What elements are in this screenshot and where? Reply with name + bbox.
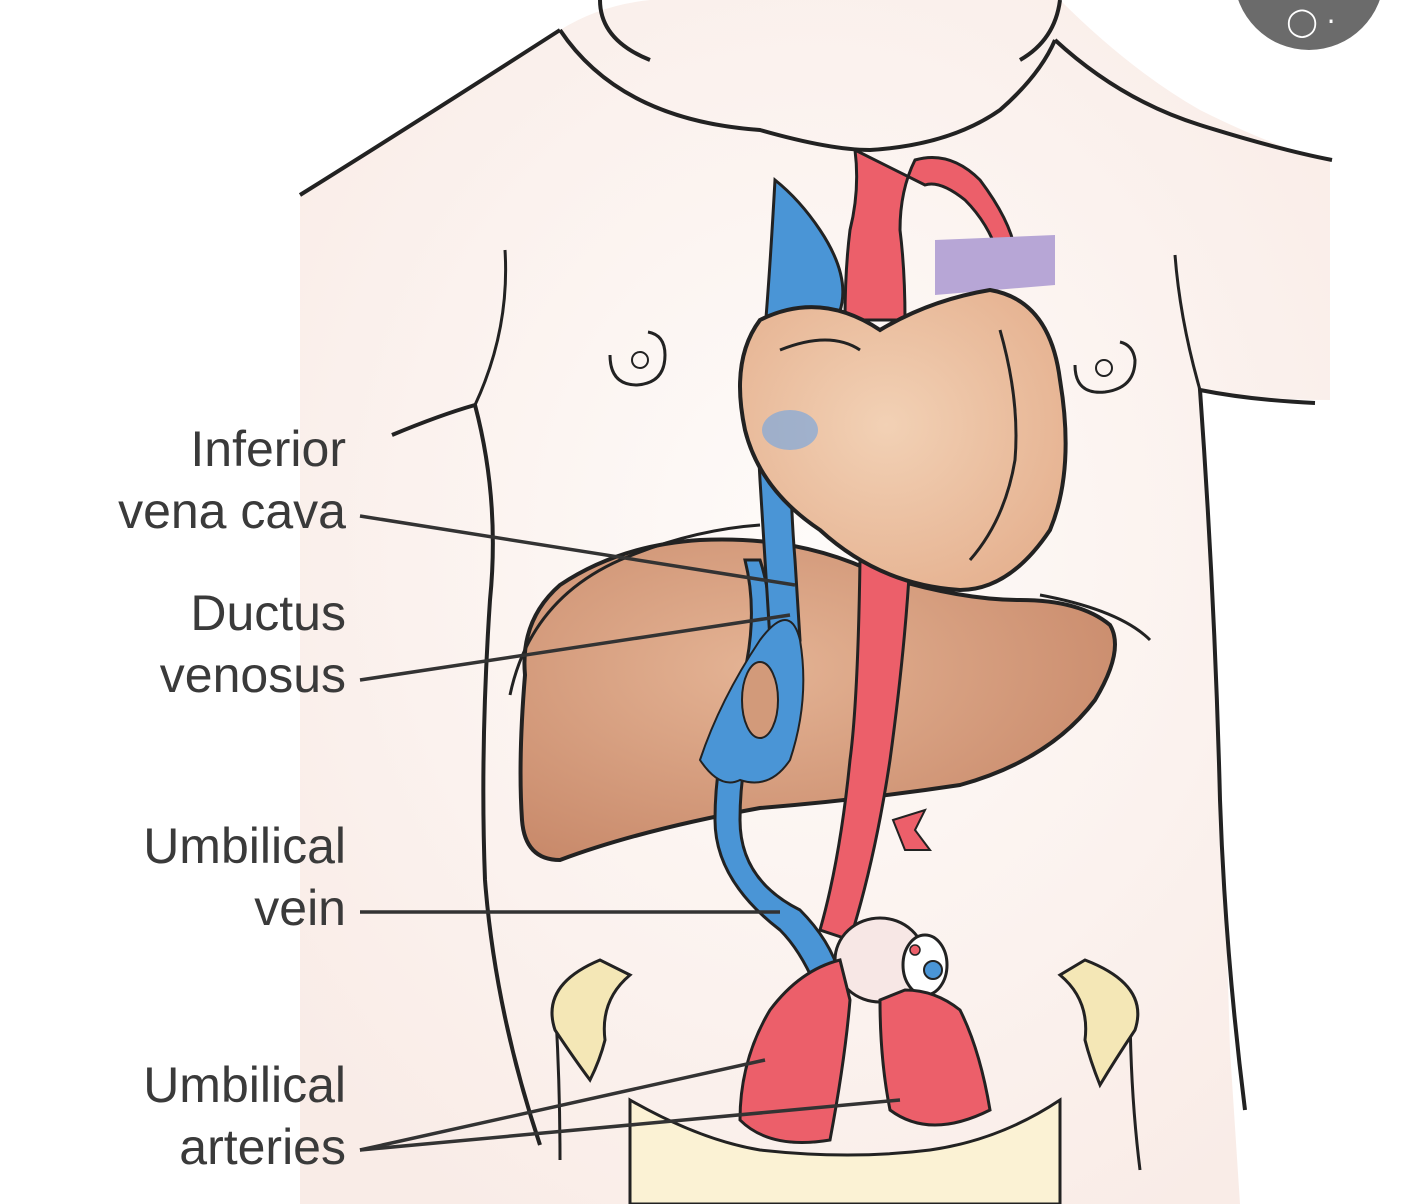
heart	[738, 287, 1068, 593]
label-ductus-venosus: Ductus venosus	[160, 582, 346, 706]
pelvis	[550, 958, 1140, 1204]
pulmonary-artery	[935, 235, 1055, 295]
label-uarteries-line2: arteries	[179, 1119, 346, 1175]
umbilical-artery-right	[878, 988, 992, 1127]
umbilical-artery-left	[738, 958, 852, 1144]
label-umbilical-arteries: Umbilical arteries	[143, 1054, 346, 1178]
label-inferior-vena-cava: Inferior vena cava	[118, 418, 346, 542]
ductus-venosus	[698, 619, 805, 784]
nipple-left	[608, 330, 667, 387]
label-umbilical-vein: Umbilical vein	[143, 815, 346, 939]
leader-uarteries-2	[359, 1098, 901, 1152]
aortic-arch	[843, 147, 1017, 322]
label-uvein-line1: Umbilical	[143, 818, 346, 874]
label-uarteries-line1: Umbilical	[143, 1057, 346, 1113]
label-ductus-line1: Ductus	[190, 585, 346, 641]
umbilicus	[833, 916, 949, 1004]
label-ivc-line1: Inferior	[190, 421, 346, 477]
label-uvein-line2: vein	[254, 880, 346, 936]
leader-ductus	[359, 613, 791, 682]
leader-lines	[359, 514, 901, 1152]
lens-icon: ◯ ⋅	[1286, 5, 1336, 38]
label-ivc-line2: vena cava	[118, 483, 346, 539]
leader-ivc	[359, 514, 796, 587]
nipple-right	[1073, 340, 1137, 394]
label-ductus-line2: venosus	[159, 647, 346, 703]
liver	[508, 523, 1152, 863]
leader-uarteries-1	[359, 1058, 766, 1152]
